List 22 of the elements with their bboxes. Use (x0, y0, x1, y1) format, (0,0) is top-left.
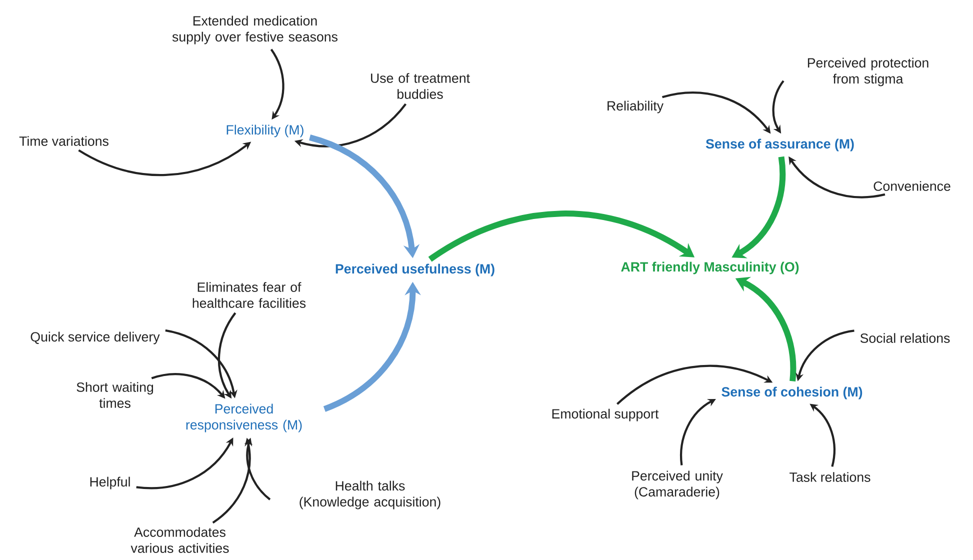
mechanism-label: Perceived usefulness (M) (336, 264, 494, 276)
mechanism-label: Sense of assurance (M) (706, 138, 854, 152)
outcome-label: ART friendly Masculinity (O) (621, 262, 799, 274)
mechanism-label: Sense of cohesion (M) (722, 386, 862, 400)
factor-label: Quick service delivery (30, 332, 160, 344)
factor-label: Eliminates fear of healthcare facilities (192, 282, 306, 308)
factor-label: Emotional support (552, 408, 659, 422)
factor-label: Short waiting times (76, 382, 154, 408)
factor-label: Extended medication supply over festive seasons (172, 16, 338, 44)
factor-label: Social relations (860, 333, 950, 343)
factor-label: Use of treatment buddies (371, 73, 470, 99)
factor-label: Task relations (790, 472, 870, 482)
factor-label: Perceived unity (Camaraderie) (632, 470, 723, 500)
mechanism-label: Flexibility (M) (226, 124, 304, 138)
factor-label: Accommodates various activities (130, 527, 229, 553)
factor-label: Convenience (874, 181, 950, 191)
factor-label: Perceived protection from stigma (808, 58, 928, 86)
factor-label: Helpful (90, 476, 130, 490)
factor-label: Time variations (19, 136, 108, 146)
factor-label: Health talks (Knowledge acquisition) (300, 480, 440, 510)
mechanism-label: Perceived responsiveness (M) (186, 404, 302, 432)
factor-label: Reliability (608, 100, 664, 114)
